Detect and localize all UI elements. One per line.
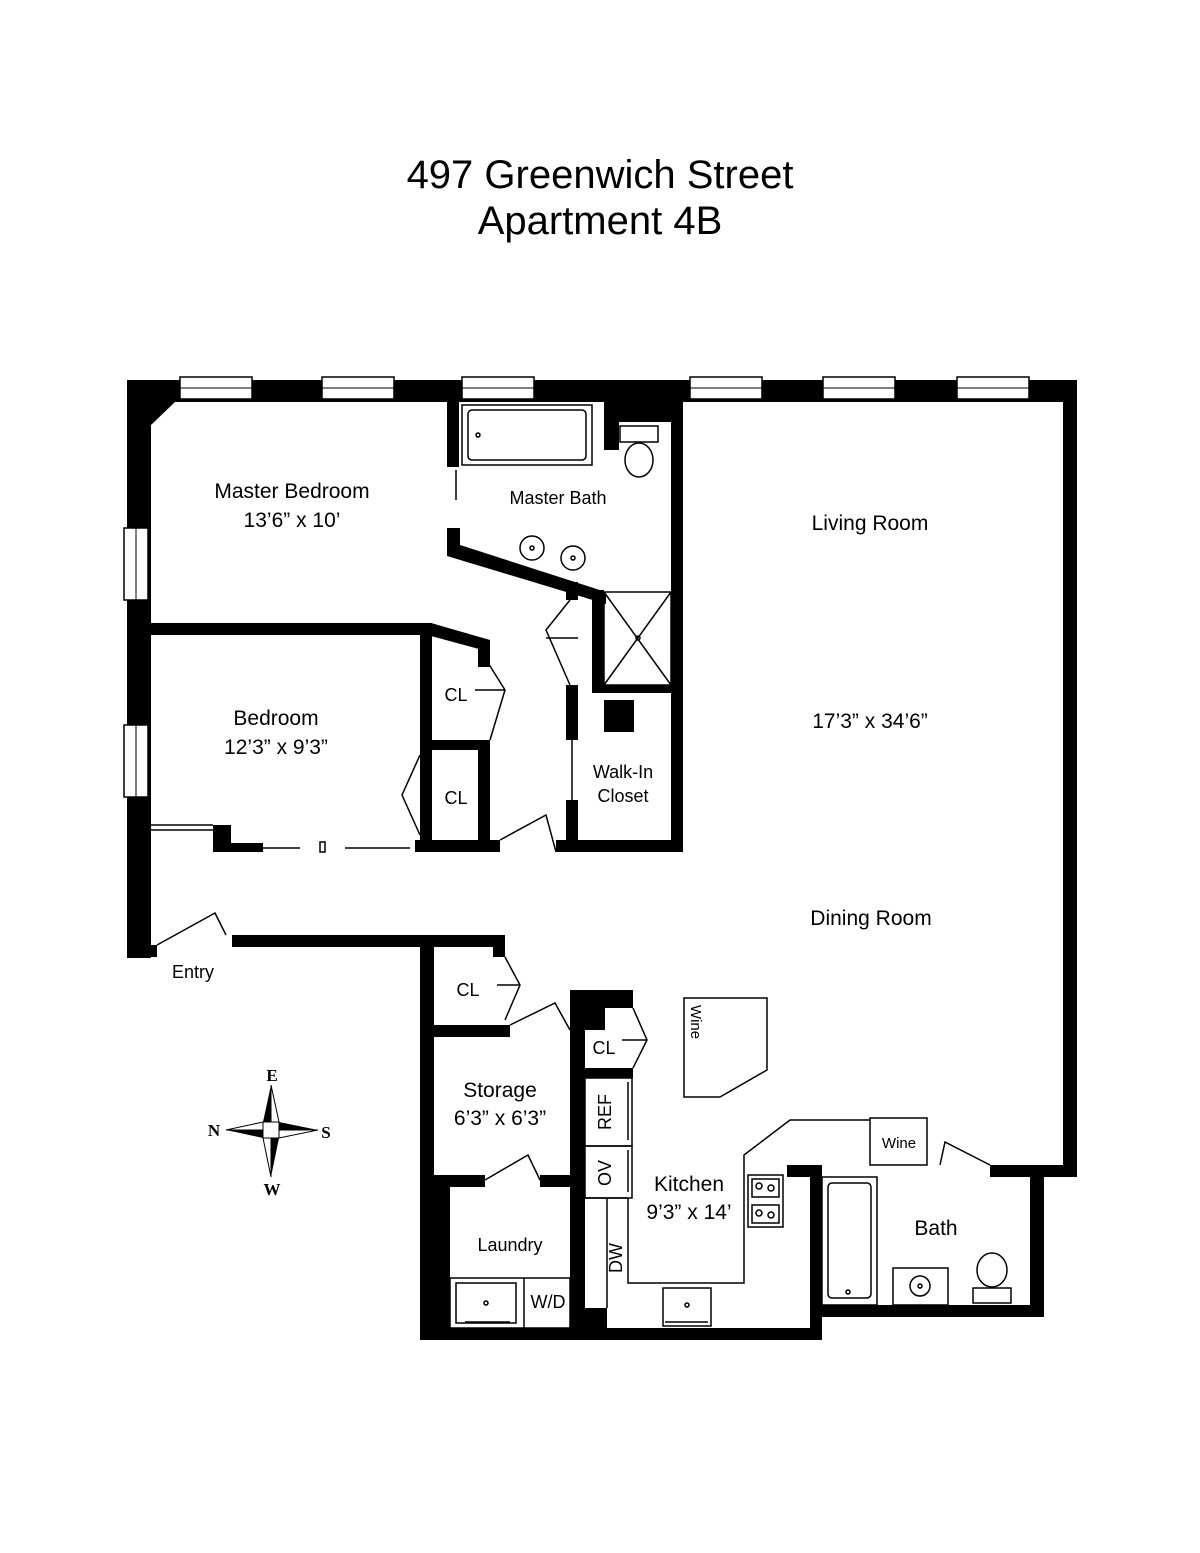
bedroom-bottom-wall bbox=[213, 843, 263, 852]
label-closet: CL bbox=[456, 980, 479, 1000]
hall-closet-bottom bbox=[420, 1025, 510, 1037]
entry-bottom-wall bbox=[232, 935, 432, 947]
entry-door bbox=[156, 911, 227, 946]
label-bedroom: Bedroom bbox=[233, 707, 318, 730]
compass-east: E bbox=[266, 1066, 277, 1085]
label-laundry: Laundry bbox=[477, 1235, 542, 1255]
walkin-left-wall-bottom bbox=[566, 800, 578, 852]
label-wine-fridge: Wine bbox=[882, 1135, 916, 1152]
laundry-left-wall bbox=[434, 1180, 450, 1340]
label-refrigerator: REF bbox=[595, 1094, 615, 1130]
bath-door bbox=[939, 1140, 991, 1166]
compass-south: S bbox=[321, 1123, 330, 1142]
window-sills bbox=[135, 387, 1029, 797]
label-storage: Storage bbox=[463, 1079, 537, 1102]
walkin-door bbox=[499, 813, 557, 853]
walkin-bottom-wall bbox=[556, 840, 683, 852]
plan-unit: Apartment 4B bbox=[477, 199, 723, 243]
hall-closet-stub bbox=[493, 935, 505, 957]
storage-door bbox=[509, 1002, 571, 1031]
label-closet: CL bbox=[592, 1038, 615, 1058]
label-wine-island: Wine bbox=[687, 1005, 704, 1039]
wine-island bbox=[683, 997, 768, 1098]
bottom-wall bbox=[420, 1328, 822, 1340]
label-bath: Bath bbox=[914, 1217, 957, 1240]
laundry-top-wall-right bbox=[540, 1175, 585, 1187]
bath-top-block-2 bbox=[604, 402, 619, 450]
label-washer-dryer: W/D bbox=[531, 1292, 566, 1312]
label-closet: CL bbox=[444, 788, 467, 808]
compass-west: W bbox=[264, 1180, 281, 1199]
label-kitchen: Kitchen bbox=[654, 1173, 724, 1196]
living-divider-wall bbox=[671, 402, 683, 852]
label-dishwasher: DW bbox=[606, 1243, 626, 1273]
doors-fixtures bbox=[151, 404, 1012, 1329]
label-dining-room: Dining Room bbox=[810, 907, 931, 930]
master-bath-wall bbox=[447, 402, 459, 467]
laundry-door bbox=[484, 1153, 541, 1181]
kitchen-bottom-block bbox=[585, 1308, 607, 1340]
right-wall bbox=[1063, 380, 1077, 1177]
size-living-room: 17’3” x 34’6” bbox=[812, 710, 928, 733]
compass-icon bbox=[225, 1084, 319, 1178]
storage-left-wall bbox=[420, 945, 434, 1340]
label-walk-in-closet: Closet bbox=[597, 786, 648, 806]
label-living-room: Living Room bbox=[812, 512, 929, 535]
left-wall bbox=[127, 380, 151, 958]
kitchen-closet-door bbox=[632, 1007, 648, 1069]
walls bbox=[127, 380, 1077, 1340]
label-master-bath: Master Bath bbox=[509, 488, 606, 508]
closet-right-wall bbox=[478, 740, 490, 852]
shower-bottom-wall bbox=[592, 685, 683, 693]
entry-left-stub bbox=[127, 945, 157, 957]
walkin-block bbox=[604, 700, 634, 732]
label-closet: CL bbox=[444, 685, 467, 705]
size-kitchen: 9’3” x 14’ bbox=[646, 1201, 731, 1224]
bath-bottom-wall bbox=[810, 1305, 1044, 1317]
corner-block bbox=[151, 402, 175, 425]
top-wall bbox=[127, 380, 1077, 402]
label-entry: Entry bbox=[172, 962, 214, 982]
label-walk-in: Walk-In bbox=[593, 762, 653, 782]
size-bedroom: 12’3” x 9’3” bbox=[224, 736, 328, 759]
bath-top-block bbox=[604, 402, 671, 422]
plan-address: 497 Greenwich Street bbox=[406, 153, 794, 197]
hall-stub bbox=[566, 582, 578, 600]
hall-closet-door bbox=[504, 956, 521, 1021]
closet-angle-wall bbox=[431, 623, 490, 652]
walkin-left-wall-top bbox=[566, 685, 578, 740]
bedroom-top-wall bbox=[151, 623, 431, 635]
size-master-bedroom: 13’6” x 10’ bbox=[244, 509, 341, 532]
compass-north: N bbox=[208, 1121, 221, 1140]
kitchen-top-block-2 bbox=[570, 990, 605, 1030]
label-master-bedroom: Master Bedroom bbox=[214, 480, 369, 503]
wine-fridge bbox=[869, 1117, 928, 1166]
bath-right-wall bbox=[1030, 1165, 1044, 1317]
closet-bottom-wall bbox=[415, 840, 500, 852]
closet-door bbox=[401, 754, 421, 836]
kitchen-closet-bottom bbox=[585, 1068, 633, 1078]
label-oven: OV bbox=[595, 1160, 615, 1186]
master-closet-door bbox=[545, 599, 571, 686]
laundry-top-wall-left bbox=[420, 1175, 485, 1187]
closet-divider bbox=[420, 740, 490, 750]
hall-closet-top bbox=[420, 935, 505, 947]
kitchen-left-wall bbox=[570, 990, 585, 1340]
shower-left-wall bbox=[592, 590, 604, 690]
size-storage: 6’3” x 6’3” bbox=[454, 1107, 546, 1130]
bath-left-wall bbox=[810, 1165, 822, 1340]
closet-left-wall bbox=[420, 623, 432, 852]
